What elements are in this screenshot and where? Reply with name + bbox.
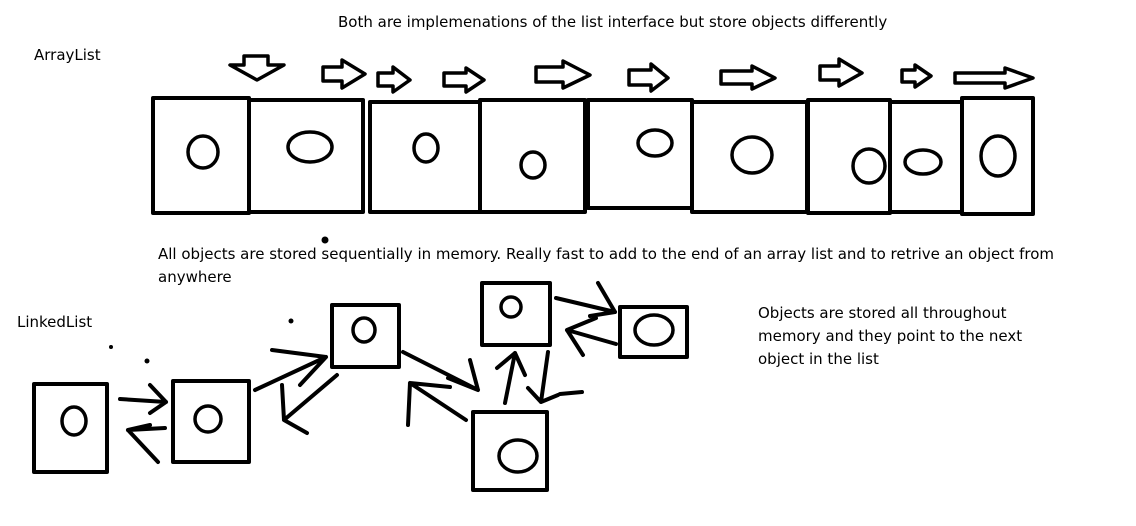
array-cell [888, 100, 964, 214]
prev-pointer-arrow [280, 373, 339, 435]
object-circle [851, 147, 887, 185]
object-circle [633, 313, 675, 347]
object-circle [351, 316, 377, 344]
array-cell [478, 98, 587, 214]
next-pointer-arrow [554, 281, 617, 318]
object-circle [186, 134, 220, 170]
right-arrow-icon [818, 57, 864, 88]
linkedlist-pointers [118, 281, 618, 464]
linkedlist-description: Objects are stored all throughout memory… [758, 304, 1023, 368]
stray-dots [109, 236, 329, 364]
object-circle [499, 295, 523, 319]
arraylist-label: ArrayList [34, 46, 101, 64]
down-arrow-icon [228, 54, 286, 82]
prev-pointer-arrow [126, 423, 167, 464]
right-arrow-icon [719, 64, 777, 91]
arraylist-objects [186, 128, 1017, 185]
array-cell [586, 98, 694, 210]
array-cell [151, 96, 251, 215]
prev-pointer-arrow [565, 316, 618, 357]
object-circle [979, 134, 1017, 178]
ink-dot [144, 358, 150, 364]
array-cell [806, 98, 892, 215]
linkedlist-nodes [32, 281, 689, 492]
right-arrow-icon [376, 65, 412, 94]
list-node [171, 379, 251, 464]
array-cell [690, 100, 809, 214]
arraylist-arrows [228, 54, 1035, 94]
next-pointer-arrow [401, 350, 480, 392]
list-node [32, 382, 109, 474]
pointer-stroke [558, 390, 584, 396]
right-arrow-icon [321, 58, 367, 90]
object-circle [193, 404, 223, 434]
right-arrow-icon [900, 63, 933, 89]
array-cell [368, 100, 482, 214]
ink-dot [321, 236, 329, 244]
next-pointer-arrow [118, 383, 168, 415]
object-circle [903, 148, 943, 176]
list-node [471, 410, 549, 492]
right-arrow-icon [953, 66, 1035, 90]
list-node [618, 305, 689, 359]
object-circle [636, 128, 674, 158]
linkedlist-label: LinkedList [17, 313, 93, 331]
next-pointer-arrow [253, 348, 328, 392]
next-pointer-arrow [495, 351, 527, 405]
object-circle [412, 132, 440, 164]
object-circle [730, 135, 774, 175]
array-cell [960, 96, 1035, 216]
linkedlist-objects [60, 295, 675, 474]
object-circle [519, 150, 547, 180]
list-node [330, 303, 401, 369]
arraylist-array [151, 96, 1035, 216]
list-node [480, 281, 552, 347]
arraylist-description: All objects are stored sequentially in m… [158, 245, 1055, 286]
object-circle [497, 438, 539, 474]
object-circle [286, 130, 334, 164]
right-arrow-icon [627, 62, 670, 93]
array-cell [247, 98, 365, 214]
prev-pointer-arrow [526, 350, 560, 404]
right-arrow-icon [442, 66, 486, 94]
object-circle [60, 405, 88, 437]
prev-pointer-arrow [406, 381, 468, 427]
ink-dot [288, 318, 294, 324]
diagram-title: Both are implemenations of the list inte… [338, 13, 888, 31]
ink-dot [109, 345, 113, 349]
right-arrow-icon [534, 59, 592, 90]
